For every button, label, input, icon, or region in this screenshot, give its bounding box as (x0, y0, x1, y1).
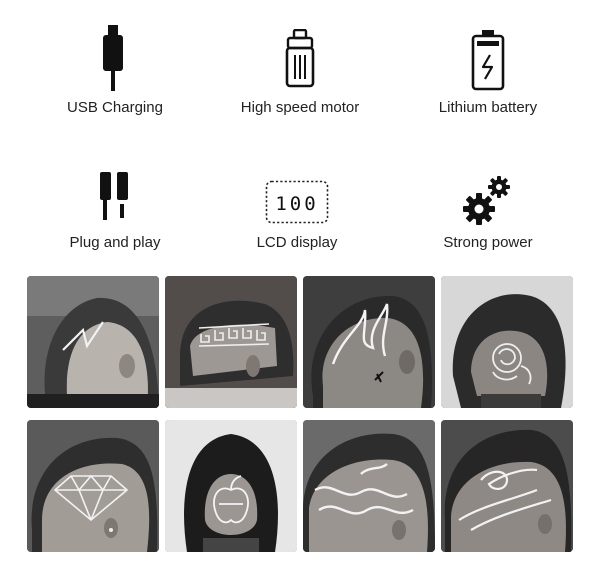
motor-icon (210, 25, 390, 91)
feature-grid: USB Charging High speed motor Lith (0, 0, 600, 270)
photo-rose-design (441, 276, 573, 408)
photo-flame-design (303, 276, 435, 408)
usb-plug-icon (25, 25, 205, 91)
lcd-display-icon: 100 (207, 160, 387, 226)
feature-plug-and-play: Plug and play (25, 160, 205, 251)
feature-label: Strong power (443, 234, 533, 251)
feature-high-speed-motor: High speed motor (210, 25, 390, 116)
photo-diamond-design (27, 420, 159, 552)
photo-waves-design (303, 420, 435, 552)
photo-greek-key-design (165, 276, 297, 408)
feature-label: High speed motor (240, 99, 360, 116)
battery-icon (398, 25, 578, 91)
feature-label: LCD display (256, 234, 338, 251)
gears-icon (398, 160, 578, 226)
feature-usb-charging: USB Charging (25, 25, 205, 116)
photo-lightning-design (27, 276, 159, 408)
feature-lcd-display: 100 LCD display (207, 160, 387, 251)
lcd-readout: 100 (275, 193, 318, 215)
photo-apple-design (165, 420, 297, 552)
haircut-photo-grid (27, 276, 573, 552)
feature-label: Lithium battery (438, 99, 538, 116)
feature-strong-power: Strong power (398, 160, 578, 251)
feature-label: Plug and play (69, 234, 161, 251)
plug-icon (25, 160, 205, 226)
photo-swirl-design (441, 420, 573, 552)
feature-lithium-battery: Lithium battery (398, 25, 578, 116)
feature-label: USB Charging (67, 99, 163, 116)
